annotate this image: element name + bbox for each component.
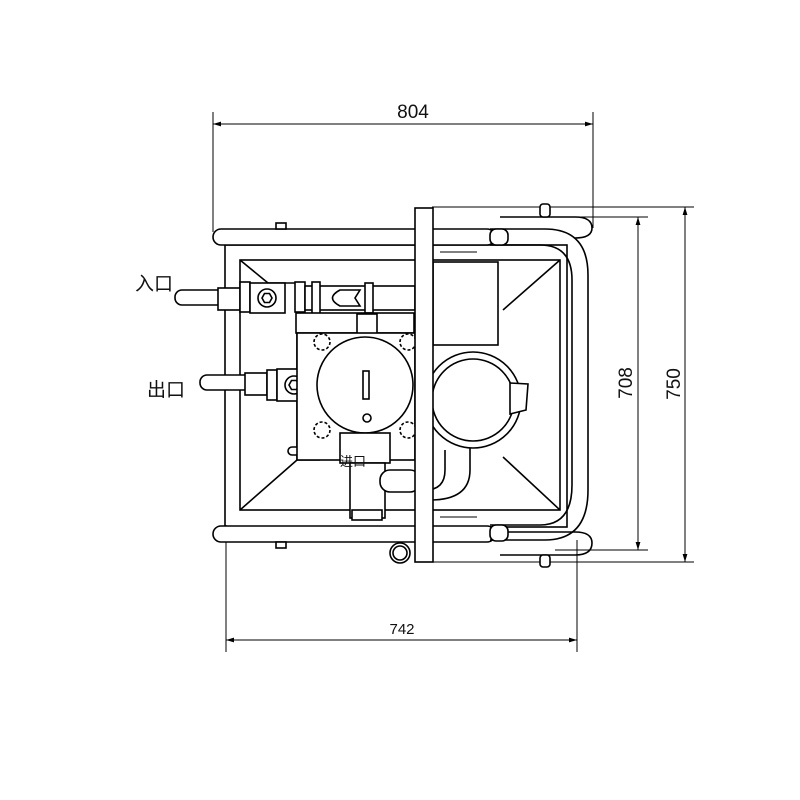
outlet-label: 出口 xyxy=(147,379,185,401)
inlet-small-label: 进口 xyxy=(340,455,366,470)
dimension-label-742: 742 xyxy=(389,621,414,638)
handle xyxy=(440,203,593,568)
dimension-804: 804 xyxy=(212,102,594,232)
control-box xyxy=(432,261,499,346)
top-rail xyxy=(212,222,496,246)
inlet-piping xyxy=(174,281,416,335)
dimension-708: 708 xyxy=(555,216,648,551)
inlet-label: 入口 xyxy=(135,273,173,295)
carriage-bar xyxy=(414,207,434,563)
dimension-742: 742 xyxy=(225,525,578,652)
dimension-750: 750 xyxy=(432,206,694,563)
dimension-label-750: 750 xyxy=(664,368,685,400)
wheel xyxy=(389,542,411,564)
motor xyxy=(424,351,529,501)
bottom-rail xyxy=(212,525,496,549)
dimension-label-804: 804 xyxy=(397,102,429,123)
dimension-label-708: 708 xyxy=(616,367,637,399)
pump xyxy=(296,332,421,521)
